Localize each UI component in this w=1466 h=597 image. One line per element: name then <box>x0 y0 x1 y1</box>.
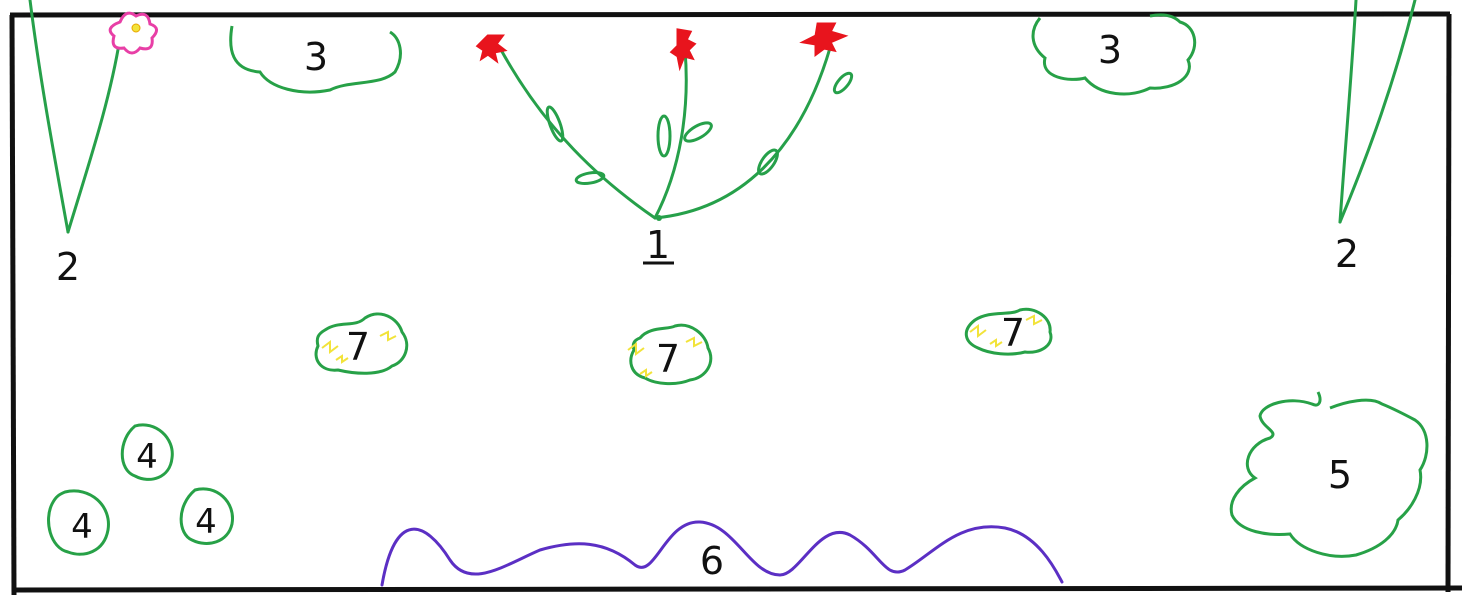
yellow-bush-mid: 7 <box>627 323 713 386</box>
shrub-right: 3 <box>1031 13 1197 96</box>
border-top <box>9 11 1451 18</box>
hedge: 6 <box>380 520 1064 587</box>
rose-bush-icon: 1 <box>475 22 854 267</box>
garden-border <box>9 11 1463 596</box>
shrub-outline-icon <box>229 25 402 94</box>
wavy-hedge-icon <box>380 520 1064 587</box>
shrub-left-number: 3 <box>304 35 328 79</box>
shrub-left: 3 <box>229 25 402 94</box>
large-bush-number: 5 <box>1328 453 1352 497</box>
leaf-icon <box>683 121 713 143</box>
grass-icon <box>28 0 122 234</box>
red-flower-icon <box>669 28 697 72</box>
small-bush-top-number: 4 <box>136 437 158 477</box>
yellow-bush-left-number: 7 <box>346 325 370 369</box>
rose-bush-number: 1 <box>646 223 670 267</box>
leaf-icon <box>832 71 854 95</box>
red-flower-icon <box>799 22 849 57</box>
small-bush-left: 4 <box>47 489 110 556</box>
grass-icon <box>1338 0 1417 224</box>
yellow-bush-left: 7 <box>314 312 409 375</box>
small-bush-left-number: 4 <box>71 507 93 547</box>
right-plant-number: 2 <box>1335 232 1359 276</box>
bush-outline-icon <box>629 323 713 386</box>
right-plant: 2 <box>1335 0 1417 276</box>
red-flower-icon <box>475 34 508 64</box>
leaf-icon <box>574 171 606 185</box>
pink-flower-icon <box>108 11 158 55</box>
small-bush-right: 4 <box>179 487 234 545</box>
shrub-right-number: 3 <box>1098 28 1122 72</box>
hedge-number: 6 <box>700 539 724 583</box>
border-bottom <box>11 585 1463 593</box>
yellow-bush-right-number: 7 <box>1001 311 1025 355</box>
large-bush-outline-icon <box>1229 391 1429 558</box>
border-right <box>1445 13 1452 593</box>
small-bush-outline-icon <box>47 489 110 556</box>
leaf-icon <box>757 148 779 176</box>
border-left <box>9 14 17 596</box>
small-bush-outline-icon <box>179 487 234 545</box>
left-plant: 2 <box>28 0 158 289</box>
yellow-bush-mid-number: 7 <box>656 337 680 381</box>
small-bush-right-number: 4 <box>195 502 217 542</box>
yellow-bush-right: 7 <box>964 307 1053 356</box>
bush-outline-icon <box>964 307 1053 356</box>
shrub-outline-icon <box>1031 13 1197 96</box>
large-bush: 5 <box>1229 391 1429 558</box>
bush-outline-icon <box>314 312 409 375</box>
small-bush-outline-icon <box>120 423 174 481</box>
leaf-icon <box>656 114 672 158</box>
small-bush-top: 4 <box>120 423 174 481</box>
left-plant-number: 2 <box>56 245 80 289</box>
leaf-icon <box>545 105 565 143</box>
